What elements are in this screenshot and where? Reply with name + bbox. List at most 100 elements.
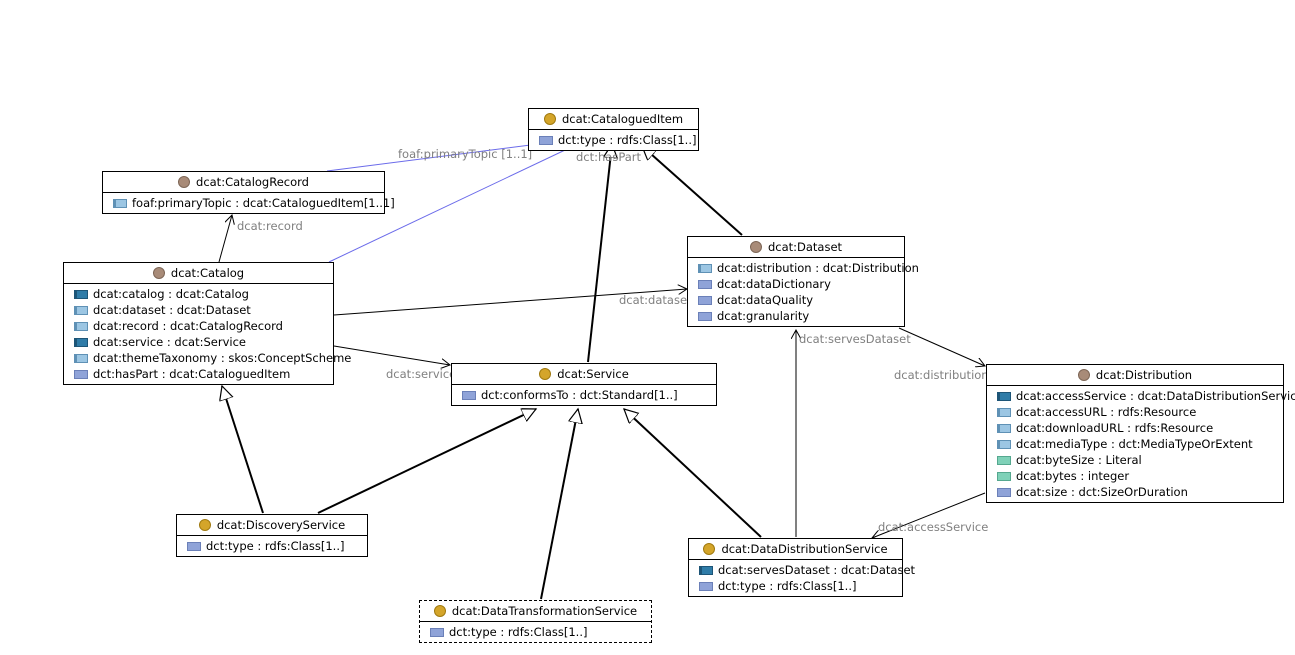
attribute-text: dcat:accessURL : rdfs:Resource (1016, 405, 1197, 419)
attribute-icon (997, 455, 1011, 465)
class-catalog-record[interactable]: dcat:CatalogRecord foaf:primaryTopic : dc… (102, 171, 395, 214)
class-header[interactable]: dcat:Dataset (688, 237, 904, 258)
edge-distribution-service-to-service[interactable] (624, 409, 762, 538)
edge-primary-topic[interactable] (326, 141, 562, 172)
class-header[interactable]: dcat:DataDistributionService (689, 539, 902, 560)
attribute-row[interactable]: dcat:distribution : dcat:Distribution (688, 260, 919, 276)
class-header[interactable]: dcat:Catalog (64, 263, 333, 284)
attribute-row[interactable]: dcat:catalog : dcat:Catalog (64, 286, 333, 302)
class-title: dcat:CatalogRecord (196, 175, 309, 189)
attribute-text: dcat:size : dct:SizeOrDuration (1016, 485, 1188, 499)
attribute-text: dcat:record : dcat:CatalogRecord (93, 319, 283, 333)
class-discovery-service[interactable]: dcat:DiscoveryService dct:type : rdfs:Cla… (176, 514, 368, 557)
attribute-icon (74, 369, 88, 379)
attribute-row[interactable]: dcat:bytes : integer (987, 468, 1283, 484)
class-attributes: dct:type : rdfs:Class[1..] (420, 622, 651, 642)
edge-catalog-record[interactable] (218, 215, 232, 263)
edge-discovery-service-to-service[interactable] (317, 409, 536, 514)
edge-catalog-service[interactable] (333, 345, 450, 365)
attribute-row[interactable]: dcat:downloadURL : rdfs:Resource (987, 420, 1283, 436)
class-data-distribution-service[interactable]: dcat:DataDistributionService dcat:servesD… (688, 538, 915, 597)
attribute-icon (74, 353, 88, 363)
attribute-icon (74, 321, 88, 331)
attribute-row[interactable]: dct:type : rdfs:Class[1..] (689, 578, 902, 594)
edge-transformation-service-to-service[interactable] (540, 409, 578, 600)
attribute-row[interactable]: dcat:service : dcat:Service (64, 334, 333, 350)
attribute-icon (74, 337, 88, 347)
class-header[interactable]: dcat:DataTransformationService (420, 601, 651, 622)
attribute-text: dct:type : rdfs:Class[1..] (718, 579, 857, 593)
attribute-row[interactable]: dcat:mediaType : dct:MediaTypeOrExtent (987, 436, 1283, 452)
label-has-part: dct:hasPart (576, 150, 642, 164)
class-header[interactable]: dcat:CataloguedItem (529, 109, 698, 130)
attribute-text: dcat:dataDictionary (717, 277, 831, 291)
attribute-icon (539, 135, 553, 145)
class-attributes: foaf:primaryTopic : dcat:CataloguedItem[… (103, 193, 395, 213)
attribute-row[interactable]: dcat:accessService : dcat:DataDistributi… (987, 388, 1295, 404)
attribute-row[interactable]: foaf:primaryTopic : dcat:CataloguedItem[… (103, 195, 395, 211)
class-attributes: dct:type : rdfs:Class[1..] (177, 536, 367, 556)
attribute-row[interactable]: dcat:granularity (688, 308, 904, 324)
attribute-icon (113, 198, 127, 208)
edge-dataset-distribution[interactable] (898, 327, 985, 366)
attribute-row[interactable]: dcat:record : dcat:CatalogRecord (64, 318, 333, 334)
attribute-text: dct:type : rdfs:Class[1..] (558, 133, 697, 147)
attribute-row[interactable]: dct:type : rdfs:Class[1..] (177, 538, 367, 554)
label-service: dcat:service (386, 367, 457, 381)
attribute-icon (698, 311, 712, 321)
attribute-row[interactable]: dcat:accessURL : rdfs:Resource (987, 404, 1283, 420)
attribute-icon (699, 581, 713, 591)
attribute-text: dcat:mediaType : dct:MediaTypeOrExtent (1016, 437, 1253, 451)
class-icon (543, 113, 556, 125)
attribute-row[interactable]: dcat:byteSize : Literal (987, 452, 1283, 468)
attribute-row[interactable]: dcat:dataDictionary (688, 276, 904, 292)
attribute-row[interactable]: dct:conformsTo : dct:Standard[1..] (452, 387, 716, 403)
edge-has-part[interactable] (328, 142, 582, 263)
class-service[interactable]: dcat:Service dct:conformsTo : dct:Standar… (451, 363, 717, 406)
attribute-row[interactable]: dct:type : rdfs:Class[1..] (420, 624, 651, 640)
attribute-icon (997, 423, 1011, 433)
attribute-row[interactable]: dcat:size : dct:SizeOrDuration (987, 484, 1283, 500)
attribute-row[interactable]: dcat:dataset : dcat:Dataset (64, 302, 333, 318)
attribute-text: dct:type : rdfs:Class[1..] (449, 625, 588, 639)
class-header[interactable]: dcat:Service (452, 364, 716, 385)
attribute-row[interactable]: dct:type : rdfs:Class[1..] (529, 132, 698, 148)
class-dataset[interactable]: dcat:Dataset dcat:distribution : dcat:Dis… (687, 236, 919, 327)
class-header[interactable]: dcat:DiscoveryService (177, 515, 367, 536)
attribute-text: dcat:dataQuality (717, 293, 814, 307)
attribute-text: foaf:primaryTopic : dcat:CataloguedItem[… (132, 196, 395, 210)
attribute-row[interactable]: dcat:dataQuality (688, 292, 904, 308)
attribute-row[interactable]: dct:hasPart : dcat:CataloguedItem (64, 366, 333, 382)
class-icon (703, 543, 716, 555)
label-serves-dataset: dcat:servesDataset (799, 332, 911, 346)
attribute-text: dcat:granularity (717, 309, 810, 323)
class-icon (152, 267, 165, 279)
attribute-text: dcat:catalog : dcat:Catalog (93, 287, 249, 301)
attribute-icon (997, 471, 1011, 481)
class-icon (1077, 369, 1090, 381)
attribute-icon (698, 279, 712, 289)
edge-dataset-to-catalogued-item[interactable] (642, 146, 743, 236)
class-title: dcat:DataDistributionService (721, 542, 888, 556)
class-header[interactable]: dcat:CatalogRecord (103, 172, 384, 193)
attribute-text: dcat:byteSize : Literal (1016, 453, 1142, 467)
class-header[interactable]: dcat:Distribution (987, 365, 1283, 386)
attribute-text: dct:type : rdfs:Class[1..] (206, 539, 345, 553)
edge-service-to-catalogued-item[interactable] (587, 144, 612, 363)
class-icon (178, 176, 191, 188)
attribute-icon (997, 391, 1011, 401)
class-catalogued-item[interactable]: dcat:CataloguedItem dct:type : rdfs:Class… (528, 108, 699, 151)
edge-discovery-service-to-catalog[interactable] (222, 386, 264, 514)
edge-catalog-dataset[interactable] (333, 289, 687, 316)
edge-access-service[interactable] (872, 492, 986, 538)
attribute-row[interactable]: dcat:servesDataset : dcat:Dataset (689, 562, 915, 578)
attribute-row[interactable]: dcat:themeTaxonomy : skos:ConceptScheme (64, 350, 351, 366)
attribute-text: dcat:servesDataset : dcat:Dataset (718, 563, 916, 577)
class-distribution[interactable]: dcat:Distribution dcat:accessService : dc… (986, 364, 1295, 503)
class-data-transformation-service[interactable]: dcat:DataTransformationService dct:type :… (419, 600, 652, 643)
attribute-text: dcat:downloadURL : rdfs:Resource (1016, 421, 1214, 435)
class-title: dcat:Dataset (767, 240, 843, 254)
